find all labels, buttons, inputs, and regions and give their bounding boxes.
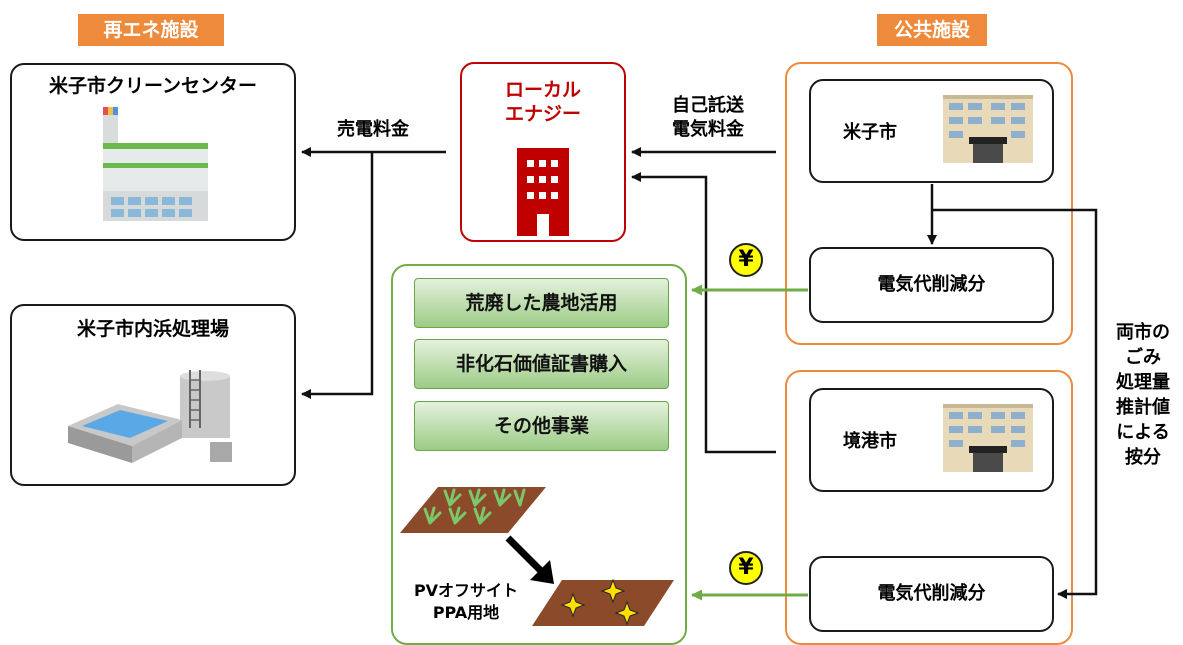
allocation-line: 推計値 xyxy=(1116,397,1170,418)
treatment-plant-label: 米子市内浜処理場 xyxy=(76,318,229,340)
public-facilities-header: 公共施設 xyxy=(877,14,987,46)
factory-icon xyxy=(103,107,208,221)
allocation-line: ごみ xyxy=(1125,347,1161,368)
sakaiminato-reduction-label: 電気代削減分 xyxy=(877,583,986,604)
sakaiminato-city-box: 境港市 xyxy=(809,388,1054,492)
sakaiminato-reduction-box: 電気代削減分 xyxy=(809,556,1054,632)
pv-site-label-2: PPA用地 xyxy=(432,603,500,622)
clean-center-label: 米子市クリーンセンター xyxy=(48,75,258,97)
sakaiminato-allocation-arrow xyxy=(932,208,1098,599)
allocation-line: による xyxy=(1116,422,1170,443)
sell-fee-label: 売電料金 xyxy=(337,119,409,140)
yonago-reduction-label: 電気代削減分 xyxy=(877,274,986,295)
self-consignment-label: 自己託送 電気料金 xyxy=(655,94,761,142)
allocation-line: 両市の xyxy=(1116,322,1170,343)
yonago-city-box: 米子市 xyxy=(809,79,1054,183)
city-hall-icon xyxy=(943,95,1033,163)
treatment-plant-box: 米子市内浜処理場 xyxy=(10,304,296,486)
crop-field-icon xyxy=(400,487,546,533)
self-consignment-label-2: 電気料金 xyxy=(672,119,744,140)
local-energy-box: ローカル エナジー xyxy=(460,62,626,242)
pv-site-field-icon xyxy=(532,578,674,626)
yonago-city-label: 米子市 xyxy=(843,122,897,143)
local-energy-label-1: ローカル xyxy=(504,79,581,101)
sakaiminato-city-label: 境港市 xyxy=(843,431,897,452)
clean-center-box: 米子市クリーンセンター xyxy=(10,63,296,241)
allocation-line: 処理量 xyxy=(1116,372,1170,393)
treatment-plant-icon xyxy=(68,370,232,463)
allocation-label: 両市の ごみ 処理量 推計値 による 按分 xyxy=(1103,320,1183,470)
yonago-reduction-box: 電気代削減分 xyxy=(809,247,1054,323)
transform-arrow-icon xyxy=(505,535,554,584)
renewable-facilities-header: 再エネ施設 xyxy=(78,14,224,46)
self-consignment-label-1: 自己託送 xyxy=(672,95,744,116)
city-hall-icon xyxy=(943,404,1033,472)
pv-site-label: PVオフサイト PPA用地 xyxy=(401,580,531,624)
sell-fee-branch-arrow xyxy=(301,152,374,399)
yen-icon: ¥ xyxy=(729,551,763,585)
project-other: その他事業 xyxy=(414,401,669,451)
office-building-icon xyxy=(517,148,569,236)
project-certificates: 非化石価値証書購入 xyxy=(414,339,669,389)
project-farmland: 荒廃した農地活用 xyxy=(414,278,669,328)
yen-icon: ¥ xyxy=(729,243,763,277)
sakaiminato-payment-arrow xyxy=(631,172,776,454)
local-energy-label-2: エナジー xyxy=(504,103,581,125)
pv-site-label-1: PVオフサイト xyxy=(413,581,519,600)
allocation-line: 按分 xyxy=(1125,447,1161,468)
